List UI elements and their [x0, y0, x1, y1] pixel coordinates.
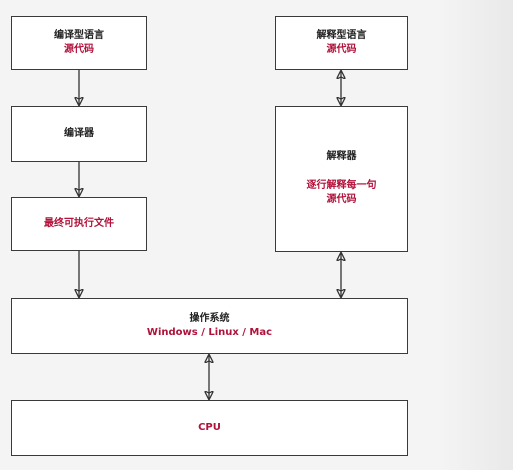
- compiled-language-source: 源代码: [64, 44, 94, 55]
- operating-system-box: 操作系统 Windows / Linux / Mac: [11, 298, 408, 354]
- interpreter-desc-line2: 源代码: [326, 194, 357, 206]
- interpreter-desc-line1: 逐行解释每一句: [306, 179, 377, 191]
- compiled-language-title: 编译型语言: [54, 29, 104, 41]
- compiled-language-box: 编译型语言 源代码: [11, 16, 147, 70]
- compiler-title: 编译器: [64, 127, 94, 139]
- interpreted-language-source: 源代码: [326, 44, 357, 55]
- cpu-title: CPU: [198, 421, 221, 433]
- interpreter-title: 解释器: [326, 151, 357, 163]
- operating-system-title: 操作系统: [189, 312, 230, 324]
- compiler-box: 编译器: [11, 106, 147, 162]
- interpreted-language-title: 解释型语言: [316, 29, 367, 41]
- executable-box: 最终可执行文件: [11, 197, 147, 251]
- interpreted-language-box: 解释型语言 源代码: [275, 16, 408, 70]
- operating-system-platforms: Windows / Linux / Mac: [146, 327, 273, 338]
- background-shade: [440, 0, 513, 470]
- interpreter-box: 解释器 逐行解释每一句 源代码: [275, 106, 408, 252]
- cpu-box: CPU: [11, 400, 408, 456]
- executable-title: 最终可执行文件: [44, 217, 114, 229]
